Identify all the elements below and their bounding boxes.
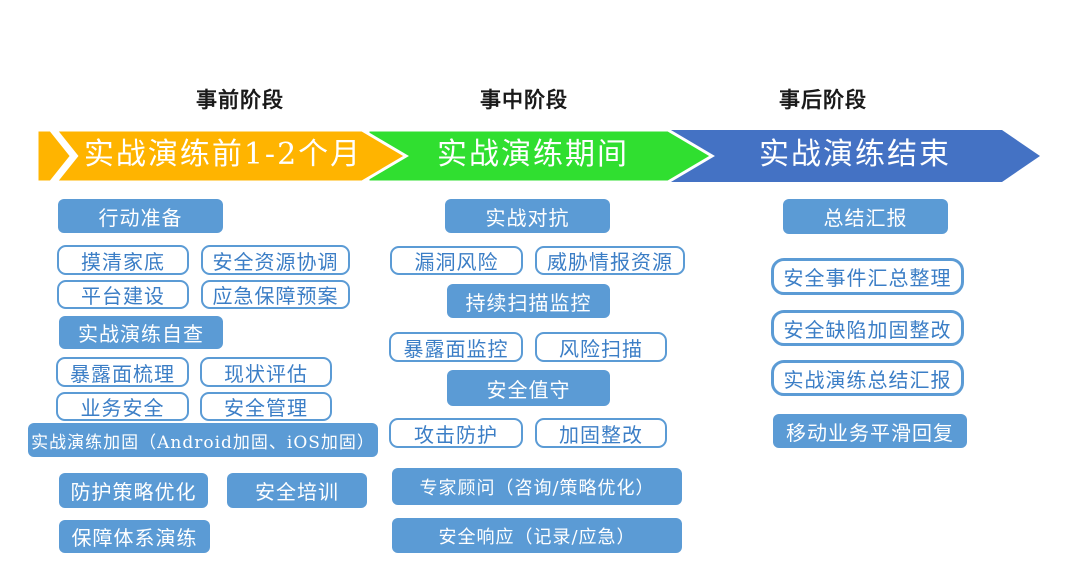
- banner-text-mid: 实战演练期间: [437, 137, 629, 172]
- box-security-response: 安全响应（记录/应急）: [392, 518, 682, 553]
- box-protection-policy-optimization: 防护策略优化: [59, 473, 208, 508]
- box-security-training: 安全培训: [227, 473, 367, 508]
- box-business-security: 业务安全: [56, 392, 189, 421]
- box-security-management: 安全管理: [200, 392, 332, 421]
- box-drill-summary-report: 实战演练总结汇报: [771, 360, 964, 396]
- box-live-confrontation: 实战对抗: [445, 199, 610, 233]
- box-incident-consolidation: 安全事件汇总整理: [771, 258, 964, 295]
- box-action-preparation: 行动准备: [58, 199, 223, 233]
- box-vulnerability-risk: 漏洞风险: [390, 246, 523, 275]
- box-status-assessment: 现状评估: [200, 357, 332, 387]
- phase-label-pre: 事前阶段: [196, 89, 284, 112]
- box-know-your-assets: 摸清家底: [57, 245, 189, 275]
- banner-arrow-post: [660, 130, 1040, 182]
- banner-arrow-pre: [35, 128, 409, 184]
- box-exposure-surface-sorting: 暴露面梳理: [56, 357, 189, 387]
- box-security-resource-coordination: 安全资源协调: [201, 245, 350, 275]
- banner-text-pre: 实战演练前1-2个月: [83, 137, 363, 172]
- box-platform-construction: 平台建设: [57, 280, 189, 309]
- box-summary-report: 总结汇报: [783, 199, 948, 234]
- box-drill-hardening: 实战演练加固（Android加固、iOS加固）: [28, 423, 378, 457]
- box-continuous-scan-monitoring: 持续扫描监控: [447, 284, 610, 318]
- timeline-arrows: [35, 128, 1040, 184]
- banner-pre-notch: [47, 128, 79, 184]
- box-threat-intel-resources: 威胁情报资源: [535, 246, 685, 275]
- box-expert-advisor: 专家顾问（咨询/策略优化）: [392, 468, 682, 505]
- box-hardening-rectification: 加固整改: [535, 418, 667, 448]
- box-emergency-support-plan: 应急保障预案: [201, 280, 350, 309]
- banner-text-post: 实战演练结束: [759, 137, 951, 172]
- box-mobile-business-smooth-recovery: 移动业务平滑回复: [773, 414, 967, 448]
- box-support-system-drill: 保障体系演练: [59, 520, 210, 553]
- box-risk-scanning: 风险扫描: [535, 332, 667, 362]
- box-attack-protection: 攻击防护: [389, 418, 523, 448]
- box-drill-self-check: 实战演练自查: [59, 316, 223, 349]
- box-exposure-surface-monitoring: 暴露面监控: [389, 332, 523, 362]
- box-security-duty: 安全值守: [447, 370, 610, 406]
- box-defect-hardening-rectification: 安全缺陷加固整改: [771, 310, 964, 346]
- phase-label-post: 事后阶段: [779, 89, 867, 112]
- phase-label-mid: 事中阶段: [480, 89, 568, 112]
